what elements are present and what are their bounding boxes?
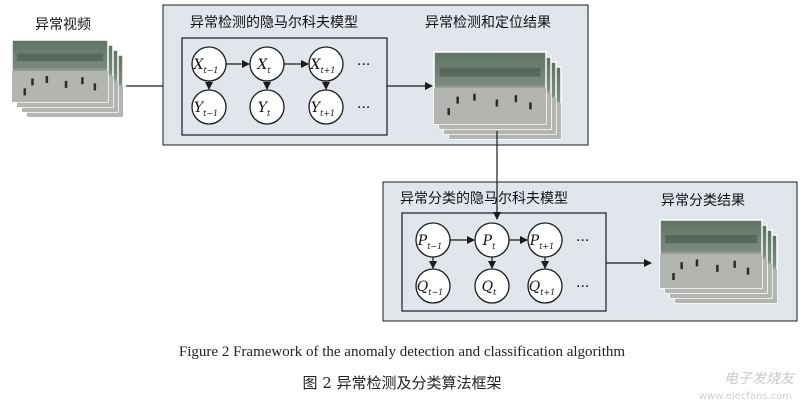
input-video-label: 异常视频 — [35, 17, 91, 33]
hmm-node-hidden: Pt — [474, 222, 510, 258]
hmm-node-hidden: Xt — [249, 46, 285, 82]
hmm-node-observed: Yt — [249, 89, 285, 125]
video-frame — [659, 219, 763, 289]
hmm-node-observed: Yt+1 — [308, 89, 344, 125]
hmm-ellipsis: ··· — [357, 57, 370, 73]
hmm-ellipsis: ··· — [576, 279, 589, 295]
watermark-logo: 电子发烧友 — [724, 371, 794, 387]
input-video-frames — [11, 39, 124, 118]
classify-result-frames — [659, 219, 778, 304]
detect-hmm-title: 异常检测的隐马尔科夫模型 — [190, 15, 358, 31]
hmm-node-observed: Qt — [474, 268, 510, 304]
watermark-url: www.elecfans.com — [698, 391, 792, 402]
video-frame — [11, 39, 109, 103]
classify-hmm-title: 异常分类的隐马尔科夫模型 — [400, 191, 568, 207]
hmm-ellipsis: ··· — [576, 233, 589, 249]
caption-english: Figure 2 Framework of the anomaly detect… — [178, 344, 626, 360]
hmm-ellipsis: ··· — [357, 100, 370, 116]
hmm-node-hidden: Pt+1 — [527, 222, 563, 258]
detect-result-frames — [433, 51, 562, 140]
classify-result-label: 异常分类结果 — [661, 193, 745, 209]
hmm-node-hidden: Xt+1 — [308, 46, 344, 82]
caption-chinese: 图 2 异常检测及分类算法框架 — [302, 374, 502, 392]
hmm-node-observed: Qt+1 — [527, 268, 563, 304]
hmm-node-observed: Yt−1 — [191, 89, 227, 125]
hmm-node-hidden: Xt−1 — [191, 46, 227, 82]
hmm-node-hidden: Pt−1 — [415, 222, 451, 258]
detect-result-label: 异常检测和定位结果 — [425, 15, 551, 31]
hmm-node-observed: Qt−1 — [415, 268, 451, 304]
video-frame — [433, 51, 547, 125]
